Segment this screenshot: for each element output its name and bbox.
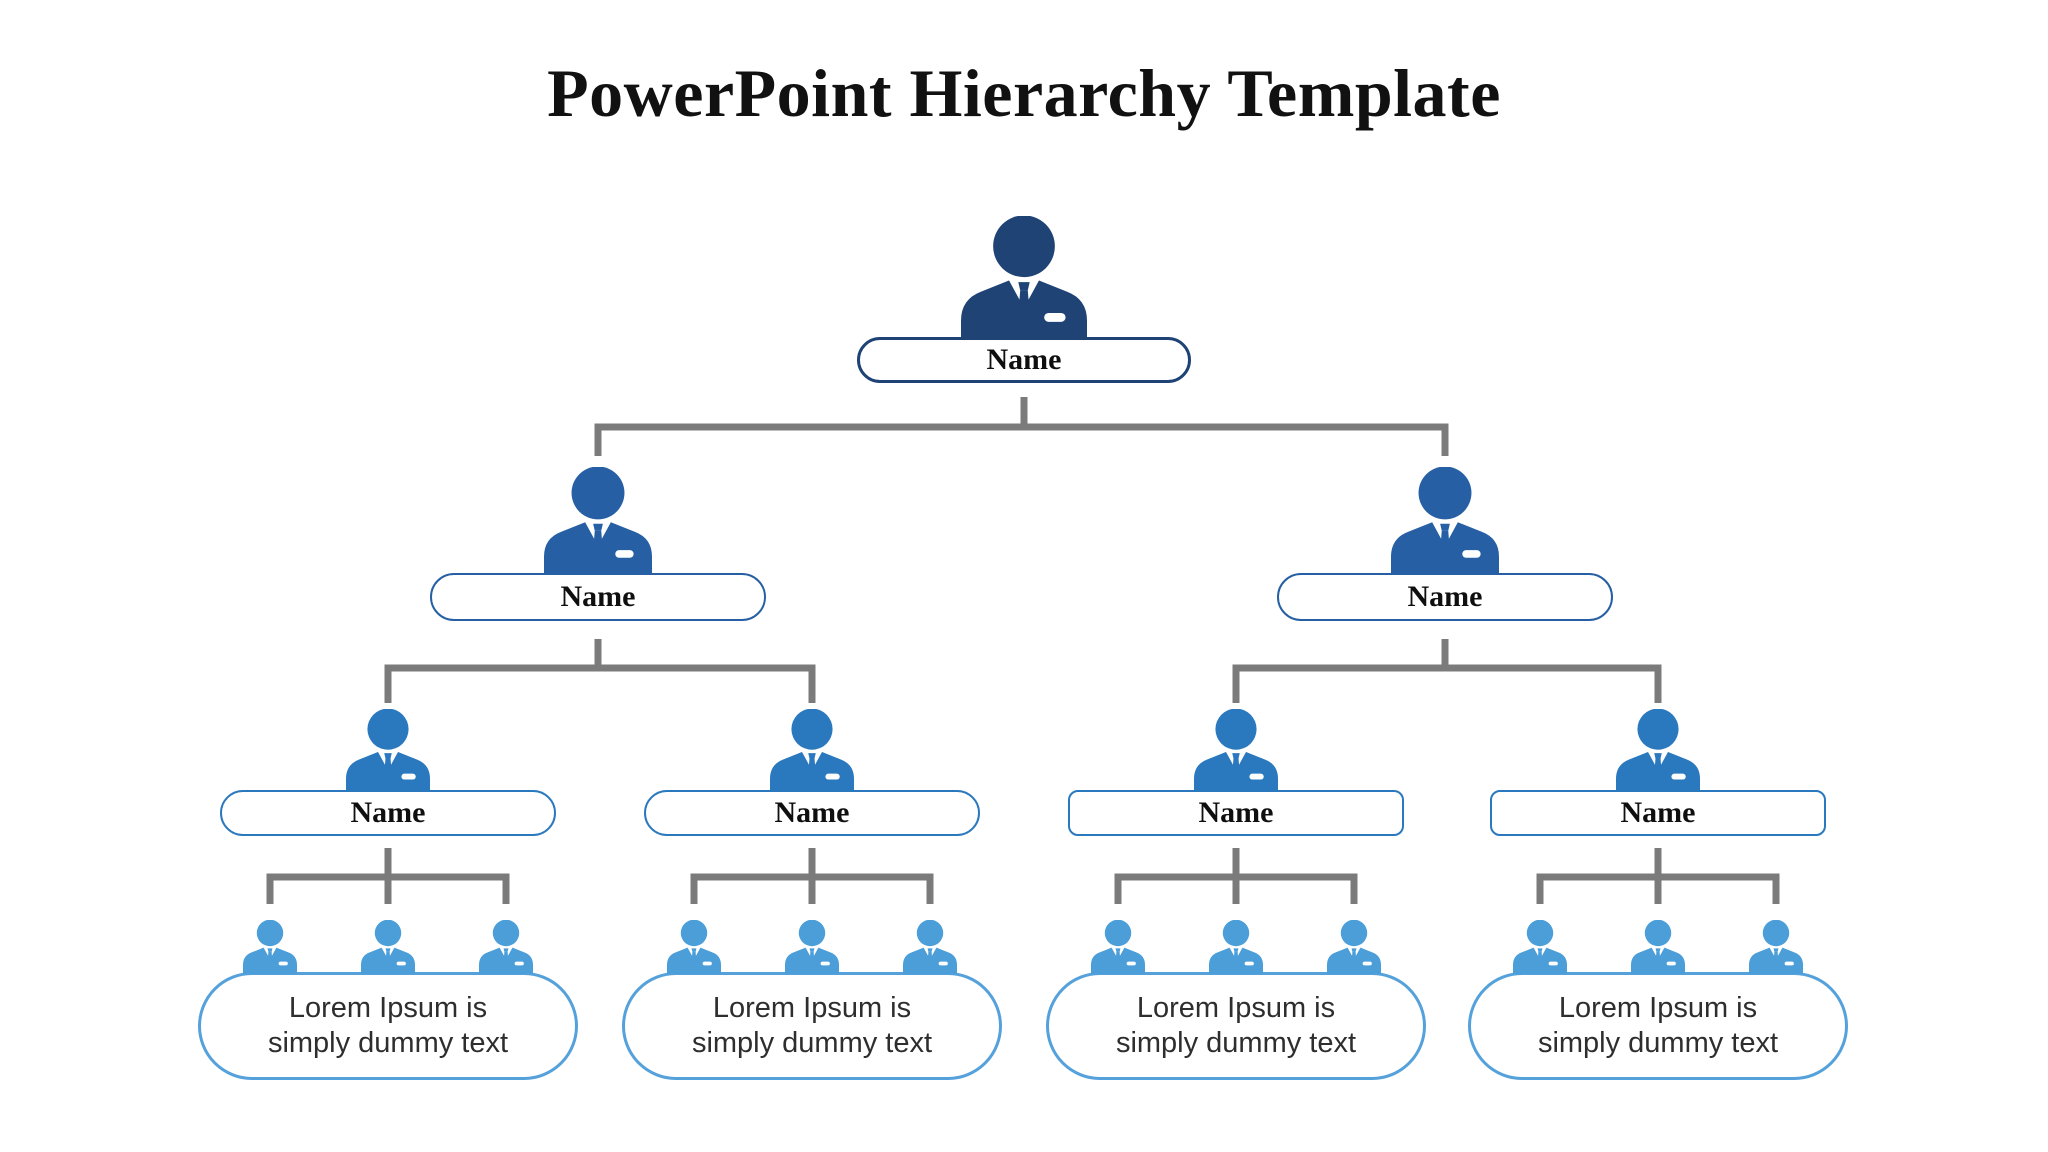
name-box-lead-1: Name [220,790,556,836]
businessman-icon [1327,920,1381,974]
team-box-4: Lorem Ipsum is simply dummy text [1468,972,1848,1080]
name-label: Name [1407,580,1483,613]
businessman-icon [785,920,839,974]
name-box-root: Name [857,337,1191,383]
team-box-2: Lorem Ipsum is simply dummy text [622,972,1002,1080]
name-box-lead-3: Name [1068,790,1404,836]
businessman-icon [667,920,721,974]
businessman-icon [544,467,652,575]
name-label: Name [560,580,636,613]
businessman-icon [1209,920,1263,974]
team-text: Lorem Ipsum is simply dummy text [691,991,933,1059]
name-box-lead-4: Name [1490,790,1826,836]
name-box-manager-2: Name [1277,573,1613,621]
name-box-lead-2: Name [644,790,980,836]
businessman-icon [903,920,957,974]
name-label: Name [1620,796,1696,829]
businessman-icon [770,709,854,793]
name-label: Name [1198,796,1274,829]
team-box-3: Lorem Ipsum is simply dummy text [1046,972,1426,1080]
businessman-icon [346,709,430,793]
businessman-icon [1091,920,1145,974]
businessman-icon [1513,920,1567,974]
businessman-icon [1616,709,1700,793]
page-title: PowerPoint Hierarchy Template [547,55,1501,131]
name-label: Name [350,796,426,829]
name-label: Name [986,343,1062,376]
businessman-icon [243,920,297,974]
name-box-manager-1: Name [430,573,766,621]
team-text: Lorem Ipsum is simply dummy text [267,991,509,1059]
businessman-icon [479,920,533,974]
businessman-icon [1631,920,1685,974]
businessman-icon [961,216,1087,342]
businessman-icon [1391,467,1499,575]
name-label: Name [774,796,850,829]
businessman-icon [1749,920,1803,974]
team-box-1: Lorem Ipsum is simply dummy text [198,972,578,1080]
businessman-icon [1194,709,1278,793]
businessman-icon [361,920,415,974]
team-text: Lorem Ipsum is simply dummy text [1115,991,1357,1059]
team-text: Lorem Ipsum is simply dummy text [1537,991,1779,1059]
